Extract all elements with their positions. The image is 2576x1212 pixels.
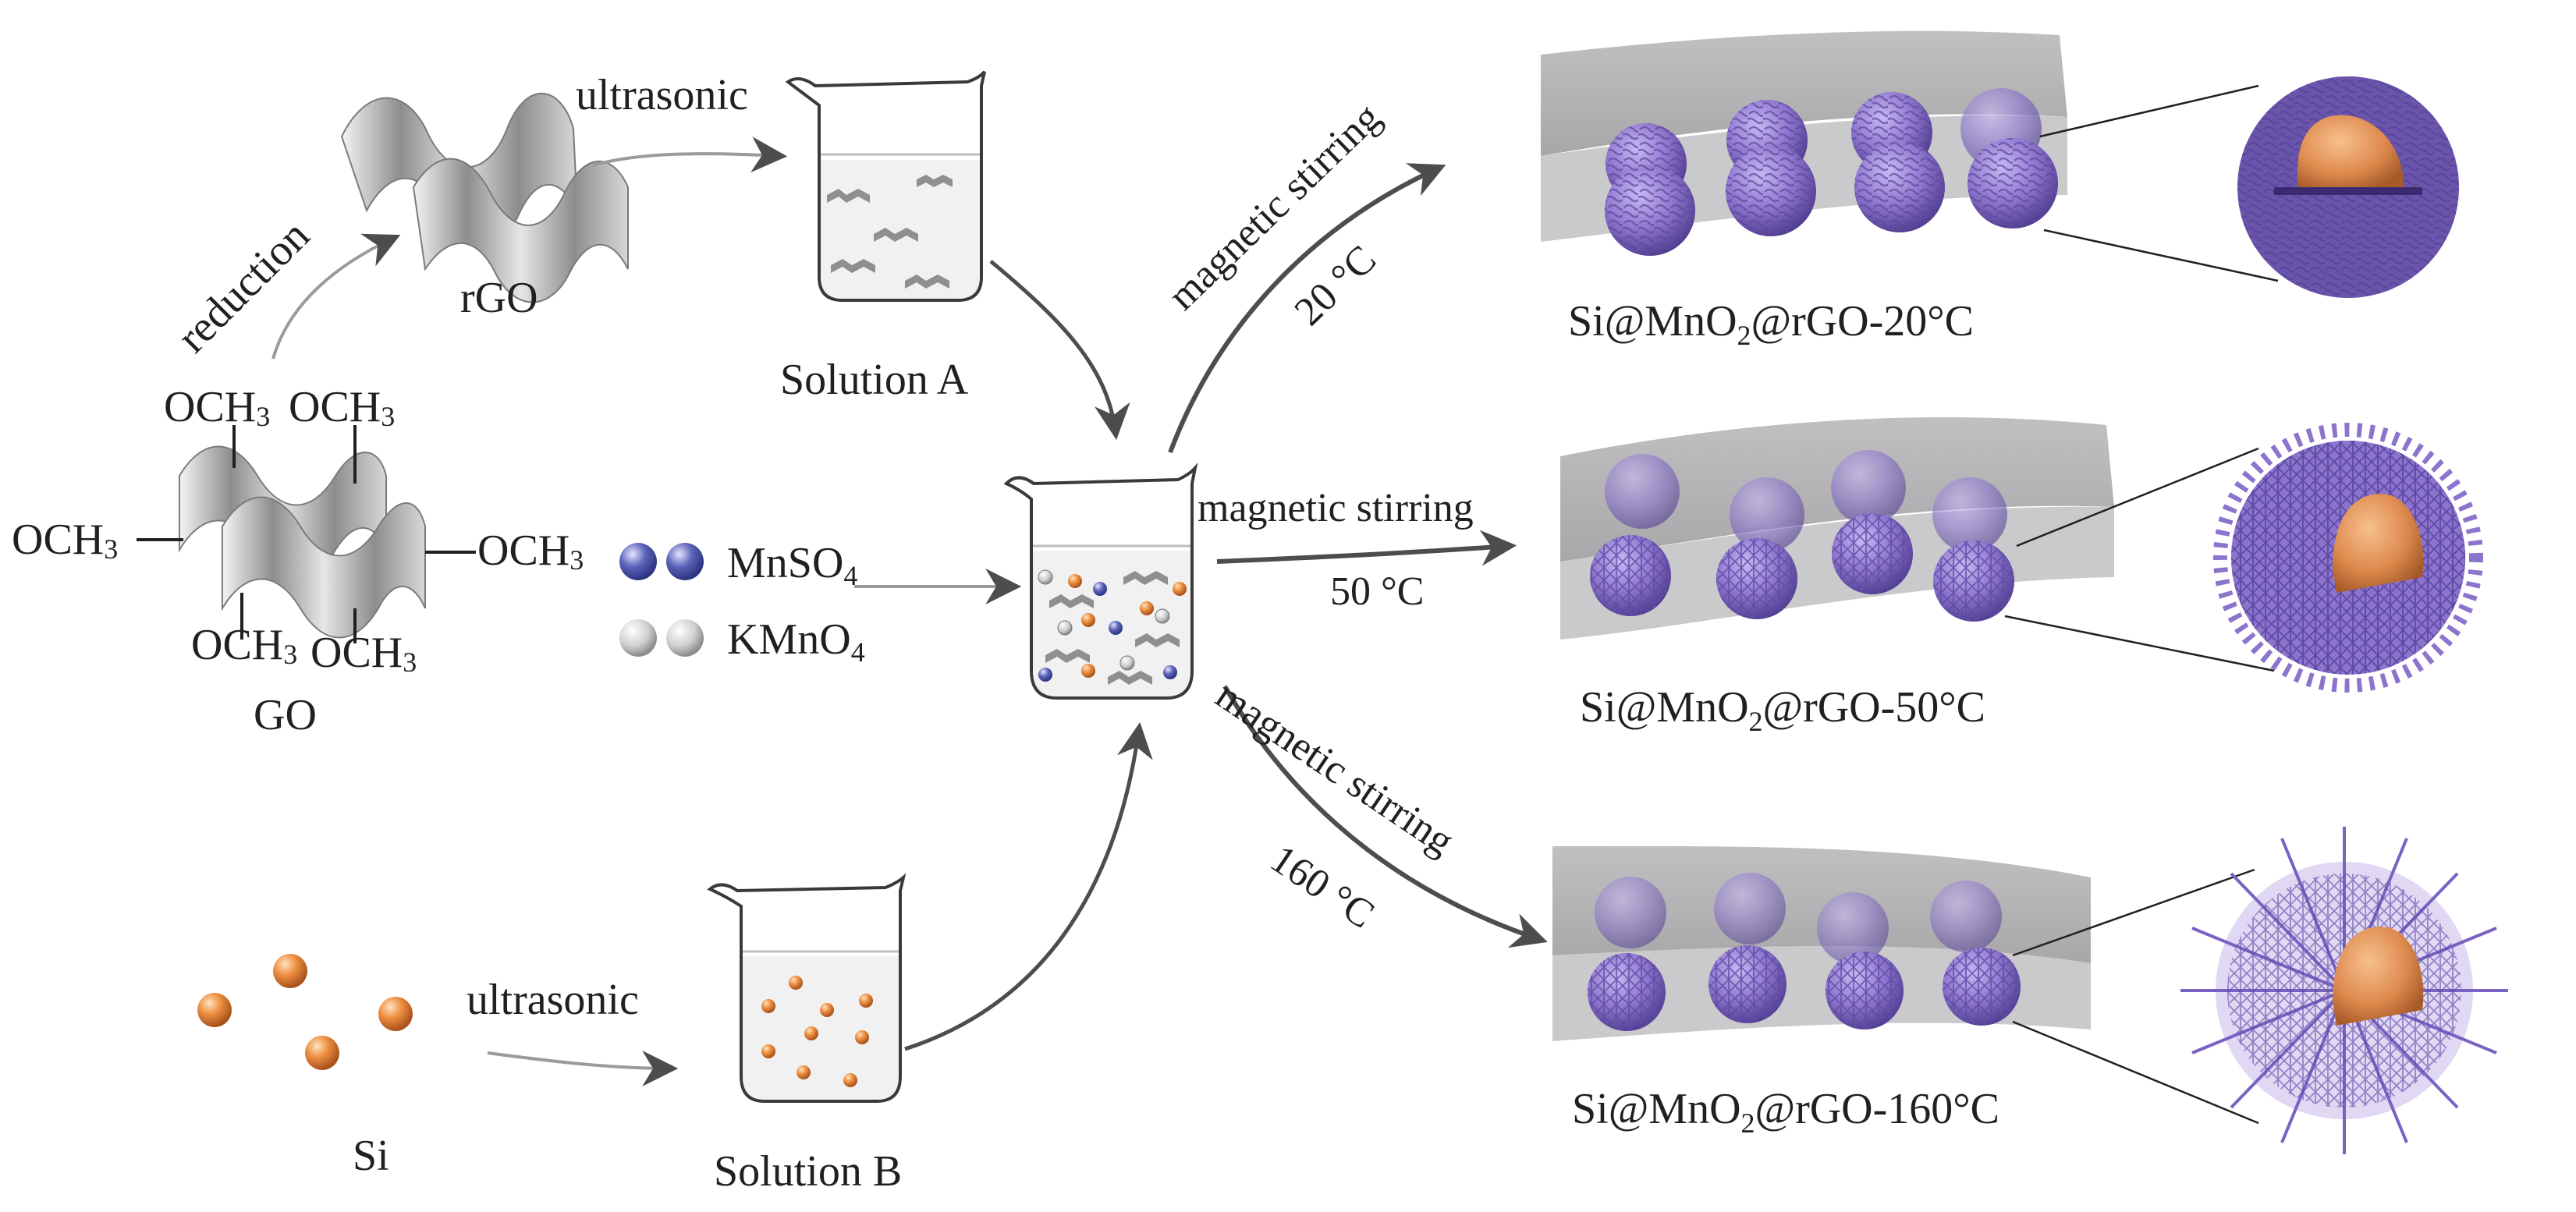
beaker-solution-b: [707, 873, 907, 1103]
och3-label: OCH3: [477, 526, 584, 576]
product-label-50: Si@MnO2@rGO-50°C: [1580, 683, 1985, 737]
product-label-160: Si@MnO2@rGO-160°C: [1572, 1085, 1999, 1139]
reagent-mnso4: MnSO4: [619, 539, 857, 591]
route-arrow-50: [1216, 530, 1517, 566]
solution-a-label: Solution A: [780, 356, 969, 404]
route-condition-50: magnetic stirring: [1198, 486, 1474, 530]
go-label: GO: [254, 691, 317, 739]
nanoparticle-chain-20: [1605, 88, 2058, 256]
ultrasonic-arrow-b: [487, 1050, 679, 1086]
product-panel-160: [1552, 845, 2091, 1041]
och3-label: OCH3: [310, 629, 417, 678]
si-particle-icon: [305, 1036, 339, 1070]
si-particle-icon: [273, 954, 307, 988]
core-shell-zoom-160: [2180, 827, 2508, 1154]
route-temp-160: 160 °C: [1262, 837, 1382, 937]
reagent-kmno4: KMnO4: [619, 615, 865, 668]
reduction-label: reduction: [168, 211, 318, 362]
kmno4-ion-icon: [619, 619, 657, 657]
och3-label: OCH3: [12, 516, 118, 565]
si-particle-icon: [197, 993, 232, 1027]
solution-b-label: Solution B: [714, 1147, 902, 1196]
arrow-a-to-center: [989, 260, 1130, 441]
reduction-arrow: [271, 233, 401, 360]
beaker-mixture: [1003, 462, 1198, 700]
mnso4-ion-icon: [666, 543, 704, 580]
product-panel-20: [1541, 30, 2067, 256]
route-arrow-20: [1168, 163, 1446, 454]
core-shell-zoom-50: [2213, 423, 2483, 693]
product-label-20: Si@MnO2@rGO-20°C: [1568, 297, 1974, 351]
mnso4-ion-icon: [619, 543, 657, 580]
och3-label: OCH3: [164, 383, 270, 432]
kmno4-ion-icon: [666, 619, 704, 657]
och3-groups: OCH3 OCH3 OCH3 OCH3 OCH3 OCH3: [12, 383, 584, 678]
si-particles: [197, 954, 413, 1070]
mnso4-label: MnSO4: [727, 539, 857, 591]
product-panel-50: [1560, 416, 2114, 640]
nanoparticle-chain-50: [1590, 450, 2014, 622]
si-label: Si: [353, 1132, 389, 1180]
route-temp-50: 50 °C: [1330, 569, 1424, 614]
kmno4-label: KMnO4: [727, 615, 865, 668]
arrow-b-to-center: [904, 721, 1153, 1051]
rgo-sheet: [340, 93, 629, 303]
go-sheet: [137, 425, 476, 643]
route-temp-20: 20 °C: [1286, 237, 1385, 335]
och3-label: OCH3: [289, 383, 395, 432]
ultrasonic-label-b: ultrasonic: [467, 976, 639, 1024]
och3-label: OCH3: [191, 621, 297, 670]
nanoparticle-chain-160: [1588, 873, 2021, 1031]
ultrasonic-arrow-a: [592, 136, 788, 173]
beaker-solution-a: [785, 70, 986, 302]
route-condition-160: magnetic stirring: [1208, 673, 1461, 864]
core-shell-zoom-20: [2237, 76, 2459, 298]
si-particle-icon: [378, 997, 413, 1031]
ultrasonic-label-a: ultrasonic: [576, 71, 748, 119]
route-arrow-160: [1222, 685, 1548, 948]
rgo-label: rGO: [460, 274, 538, 322]
